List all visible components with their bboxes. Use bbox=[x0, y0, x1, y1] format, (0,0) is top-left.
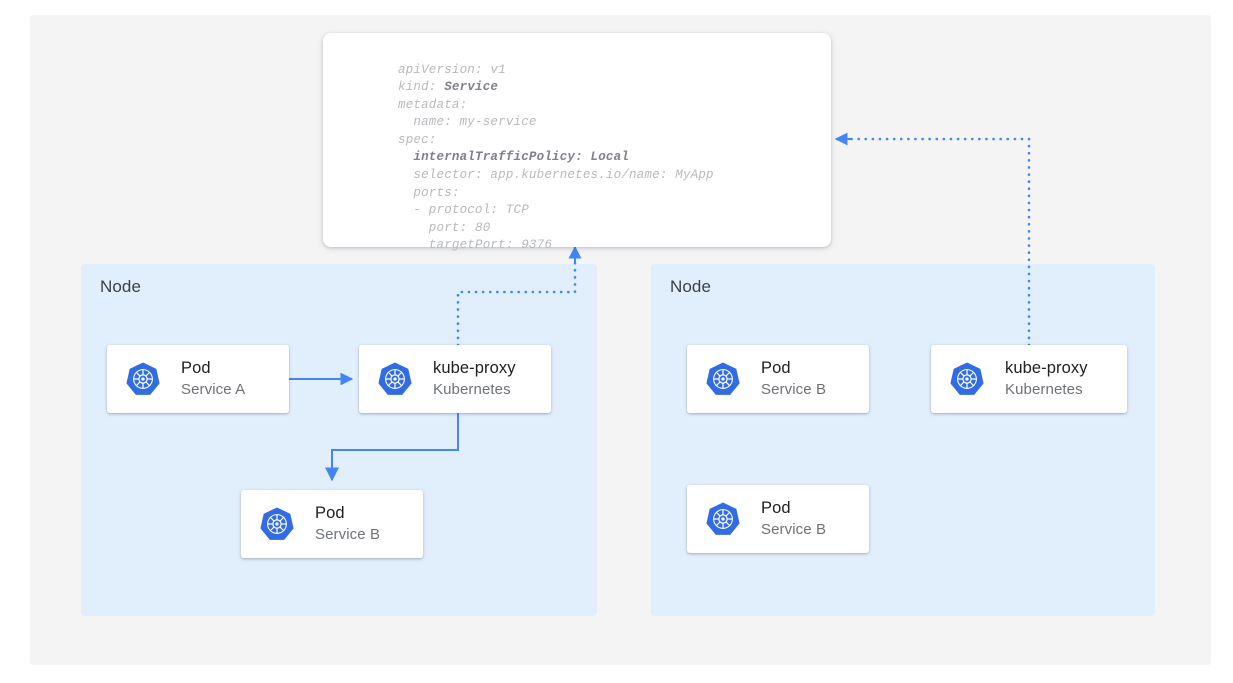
node-region-right: Node bbox=[651, 264, 1155, 616]
card-title: Pod bbox=[761, 359, 791, 377]
node-label-left: Node bbox=[100, 277, 142, 296]
card-subtitle: Service B bbox=[761, 521, 827, 538]
card-title: Pod bbox=[761, 499, 791, 517]
card-kube-proxy-right[interactable]: kube-proxy Kubernetes bbox=[931, 345, 1127, 413]
card-subtitle: Kubernetes bbox=[1005, 381, 1083, 398]
card-subtitle: Kubernetes bbox=[433, 381, 511, 398]
card-kube-proxy-left[interactable]: kube-proxy Kubernetes bbox=[359, 345, 551, 413]
card-pod-service-a[interactable]: Pod Service A bbox=[107, 345, 289, 413]
service-manifest-code: apiVersion: v1 kind: Service metadata: n… bbox=[398, 62, 714, 253]
card-pod-service-b-right-2[interactable]: Pod Service B bbox=[687, 485, 869, 553]
kubernetes-icon bbox=[126, 362, 160, 395]
kubernetes-icon bbox=[378, 362, 412, 395]
card-title: kube-proxy bbox=[1005, 359, 1088, 377]
card-pod-service-b-left[interactable]: Pod Service B bbox=[241, 490, 423, 558]
node-region-left: Node bbox=[81, 264, 597, 616]
kubernetes-icon bbox=[260, 507, 294, 540]
kubernetes-icon bbox=[950, 362, 984, 395]
kubernetes-icon bbox=[706, 362, 740, 395]
card-subtitle: Service B bbox=[761, 381, 827, 398]
card-title: Pod bbox=[181, 359, 211, 377]
card-subtitle: Service B bbox=[315, 526, 381, 543]
card-pod-service-b-right-1[interactable]: Pod Service B bbox=[687, 345, 869, 413]
service-manifest-card: apiVersion: v1 kind: Service metadata: n… bbox=[323, 33, 831, 252]
card-title: Pod bbox=[315, 504, 345, 522]
card-title: kube-proxy bbox=[433, 359, 516, 377]
node-label-right: Node bbox=[670, 277, 712, 296]
kubernetes-icon bbox=[706, 502, 740, 535]
card-subtitle: Service A bbox=[181, 381, 246, 398]
